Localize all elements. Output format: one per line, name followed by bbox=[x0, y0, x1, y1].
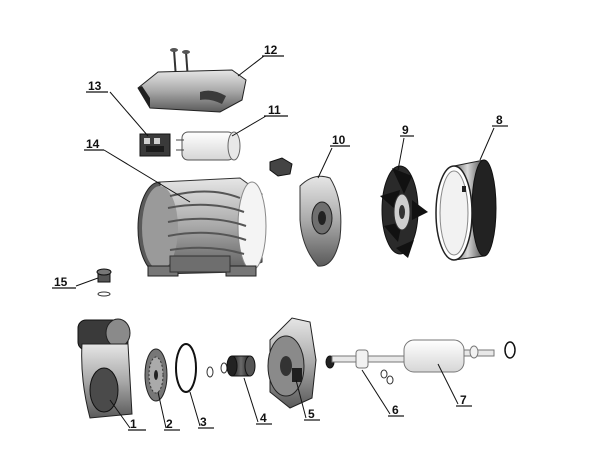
pump-bracket bbox=[267, 317, 317, 409]
rotor bbox=[403, 339, 516, 373]
pump-body bbox=[77, 318, 133, 419]
callout-label: 5 bbox=[308, 407, 315, 421]
callout-9: 9 bbox=[397, 123, 414, 171]
callout-13: 13 bbox=[86, 79, 149, 137]
callout-label: 2 bbox=[166, 417, 173, 431]
callout-6: 6 bbox=[361, 369, 404, 417]
capacitor bbox=[176, 131, 241, 161]
callout-5: 5 bbox=[295, 379, 320, 421]
callout-12: 12 bbox=[237, 43, 284, 77]
callout-label: 1 bbox=[130, 417, 137, 431]
callout-label: 14 bbox=[86, 137, 100, 151]
mechanical-seal bbox=[226, 355, 256, 377]
terminal-box-cover bbox=[137, 48, 247, 113]
cooling-fan bbox=[380, 165, 428, 258]
callout-7: 7 bbox=[437, 363, 472, 407]
terminal-block bbox=[139, 133, 171, 157]
callout-label: 6 bbox=[392, 403, 399, 417]
callout-label: 7 bbox=[460, 393, 467, 407]
rear-bracket bbox=[299, 175, 342, 267]
motor-housing bbox=[137, 177, 267, 277]
callout-4: 4 bbox=[243, 377, 272, 425]
callout-1: 1 bbox=[109, 399, 146, 431]
callout-11: 11 bbox=[231, 103, 288, 137]
callout-8: 8 bbox=[479, 113, 508, 161]
impeller bbox=[144, 348, 168, 402]
callout-label: 13 bbox=[88, 79, 102, 93]
callout-10: 10 bbox=[317, 133, 350, 179]
nut bbox=[269, 157, 293, 177]
callout-label: 11 bbox=[268, 103, 281, 117]
callout-label: 10 bbox=[332, 133, 346, 147]
callout-label: 4 bbox=[260, 411, 267, 425]
callout-2: 2 bbox=[157, 391, 180, 431]
callout-label: 8 bbox=[496, 113, 503, 127]
callout-label: 9 bbox=[402, 123, 409, 137]
callout-label: 15 bbox=[54, 275, 68, 289]
fan-cover bbox=[435, 159, 497, 261]
callout-label: 12 bbox=[264, 43, 278, 57]
washers bbox=[206, 362, 228, 378]
o-ring bbox=[175, 343, 197, 393]
callout-label: 3 bbox=[200, 415, 207, 429]
callout-15: 15 bbox=[52, 275, 99, 289]
priming-plug bbox=[96, 268, 112, 297]
callout-3: 3 bbox=[189, 391, 214, 429]
callout-14: 14 bbox=[84, 137, 191, 203]
